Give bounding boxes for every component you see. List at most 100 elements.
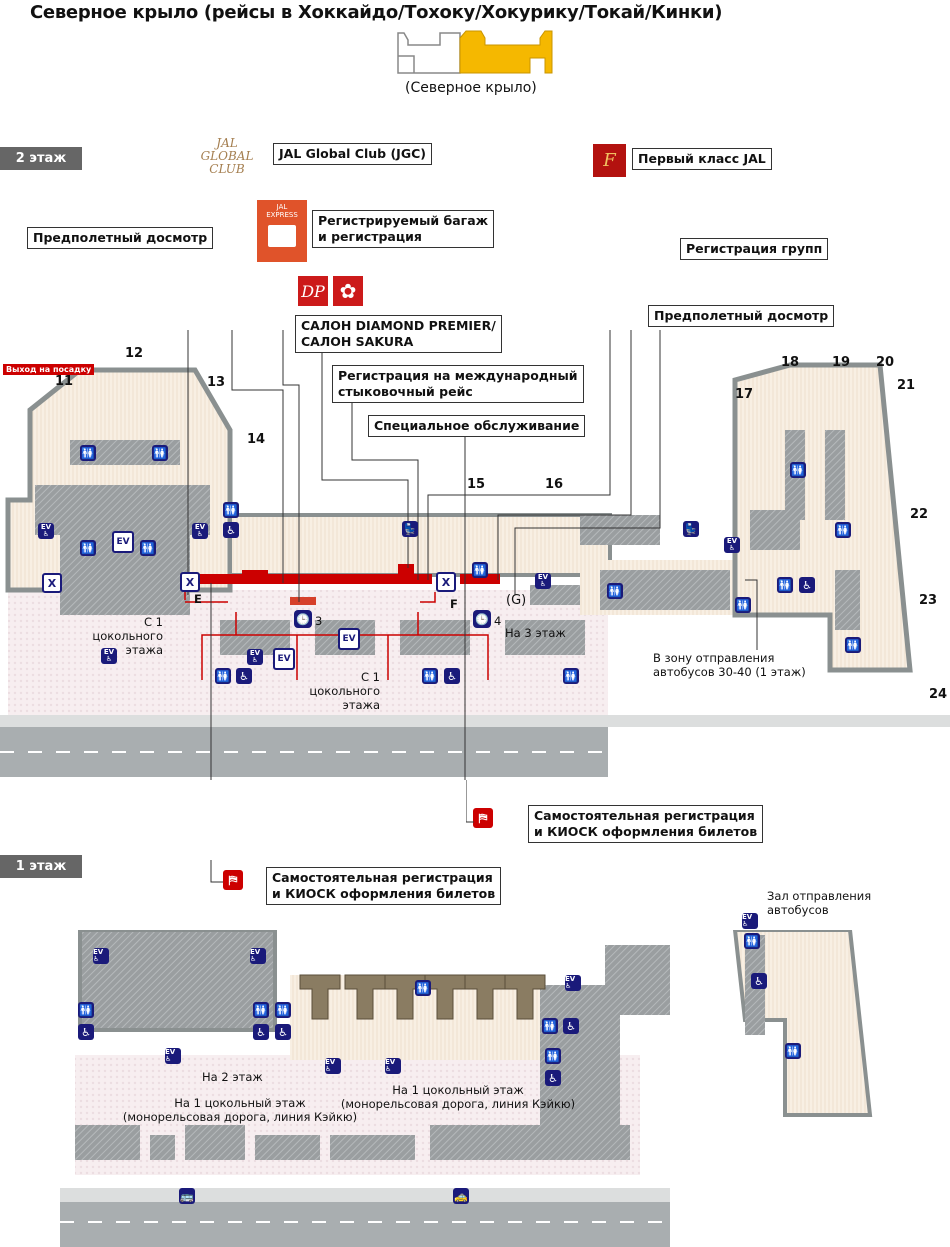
wheelchair-icon: ♿	[751, 973, 767, 989]
restroom-icon: 🚻	[275, 1002, 291, 1018]
ev-accessible-icon: EV♿	[38, 523, 54, 539]
gate-22[interactable]: 22	[910, 507, 929, 522]
bus-stop-icon: 🚌	[179, 1188, 195, 1204]
gate-23[interactable]: 23	[919, 593, 938, 608]
to-b1-left-label: На 1 цокольный этаж(монорельсовая дорога…	[122, 1096, 358, 1124]
wheelchair-icon: ♿	[563, 1018, 579, 1034]
page-title: Северное крыло (рейсы в Хоккайдо/Тохоку/…	[30, 2, 723, 23]
floor-tag-1: 1 этаж	[0, 855, 82, 878]
kiosk-right-leader	[466, 780, 474, 823]
callout-security-right[interactable]: Предполетный досмотр	[648, 305, 835, 327]
sakura-lounge-logo-icon: ✿	[333, 276, 363, 306]
wheelchair-icon: ♿	[275, 1024, 291, 1040]
gate-20[interactable]: 20	[876, 355, 895, 370]
callout-special-service[interactable]: Специальное обслуживание	[368, 415, 586, 437]
callout-jgc[interactable]: JAL Global Club (JGC)	[273, 143, 432, 165]
restroom-icon: 🚻	[415, 980, 431, 996]
restroom-icon: 🚻	[785, 1043, 801, 1059]
gate-19[interactable]: 19	[832, 355, 851, 370]
checkin-counter-special	[460, 574, 500, 584]
gate-11[interactable]: 11	[55, 374, 74, 389]
restroom-icon: 🚻	[422, 668, 438, 684]
wing-indicator-map	[397, 30, 553, 74]
restroom-icon: 🚻	[223, 502, 239, 518]
callout-first-class[interactable]: Первый класс JAL	[632, 148, 772, 170]
road	[60, 1202, 670, 1247]
restroom-icon: 🚻	[80, 540, 96, 556]
kiosk-left-leader	[210, 860, 223, 883]
to-2f-label: На 2 этаж	[202, 1070, 263, 1084]
diamond-premier-logo-icon: DP	[298, 276, 328, 306]
restroom-icon: 🚻	[80, 445, 96, 461]
ev-accessible-icon: EV♿	[101, 648, 117, 664]
xray-security-icon: X	[180, 572, 200, 592]
gate-16[interactable]: 16	[545, 477, 564, 492]
restroom-icon: 🚻	[215, 668, 231, 684]
floor1-map	[60, 930, 873, 1247]
restroom-icon: 🚻	[78, 1002, 94, 1018]
restroom-icon: 🚻	[744, 933, 760, 949]
gate-13[interactable]: 13	[207, 375, 226, 390]
wheelchair-icon: ♿	[253, 1024, 269, 1040]
checkin-counter-main	[195, 574, 432, 584]
main-concourse	[228, 513, 612, 577]
ev-accessible-icon: EV♿	[250, 948, 266, 964]
gate-18[interactable]: 18	[781, 355, 800, 370]
restroom-icon: 🚻	[790, 462, 806, 478]
lounge-seat-icon: 💺	[683, 521, 699, 537]
callout-security-left[interactable]: Предполетный досмотр	[27, 227, 214, 249]
gate-17[interactable]: 17	[735, 387, 754, 402]
clock-3-label: 3	[315, 614, 323, 628]
restroom-icon: 🚻	[607, 583, 623, 599]
restroom-icon: 🚻	[472, 562, 488, 578]
wheelchair-icon: ♿	[444, 668, 460, 684]
first-class-logo-icon: F	[593, 144, 626, 177]
restroom-icon: 🚻	[735, 597, 751, 613]
clock-icon: 🕒	[294, 610, 312, 628]
ev-accessible-icon: EV♿	[93, 948, 109, 964]
right-pier	[732, 362, 913, 673]
ev-accessible-icon: EV♿	[385, 1058, 401, 1074]
floor-tag-2: 2 этаж	[0, 147, 82, 170]
wheelchair-icon: ♿	[545, 1070, 561, 1086]
elevator-icon: EV	[273, 648, 295, 670]
wheelchair-icon: ♿	[78, 1024, 94, 1040]
boarding-exit-badge: Выход на посадку	[3, 364, 95, 375]
lounge-seat-icon: 💺	[402, 521, 418, 537]
callout-group-checkin[interactable]: Регистрация групп	[680, 238, 829, 260]
wheelchair-icon: ♿	[799, 577, 815, 593]
gate-14[interactable]: 14	[247, 432, 266, 447]
gate-15[interactable]: 15	[467, 477, 486, 492]
gate-12[interactable]: 12	[125, 346, 144, 361]
callout-lounge[interactable]: САЛОН DIAMOND PREMIER/САЛОН SAKURA	[295, 315, 502, 353]
ev-accessible-icon: EV♿	[742, 913, 758, 929]
clock-icon: 🕒	[473, 610, 491, 628]
gate-24[interactable]: 24	[929, 687, 948, 702]
kiosk-icon: ⛿	[473, 808, 493, 828]
restroom-icon: 🚻	[835, 522, 851, 538]
wheelchair-icon: ♿	[236, 668, 252, 684]
wheelchair-icon: ♿	[223, 522, 239, 538]
gate-21[interactable]: 21	[897, 378, 916, 393]
checkpoint-f: F	[450, 597, 458, 611]
restroom-icon: 🚻	[563, 668, 579, 684]
restroom-icon: 🚻	[140, 540, 156, 556]
ev-accessible-icon: EV♿	[192, 523, 208, 539]
ev-accessible-icon: EV♿	[247, 649, 263, 665]
checkpoint-g: (G)	[506, 593, 527, 608]
checkpoint-e: E	[194, 592, 202, 606]
ev-accessible-icon: EV♿	[565, 975, 581, 991]
xray-security-icon: X	[42, 573, 62, 593]
wing-caption: (Северное крыло)	[405, 80, 537, 96]
to-3f-label: На 3 этаж	[505, 626, 566, 640]
taxi-stand-icon: 🚕	[453, 1188, 469, 1204]
